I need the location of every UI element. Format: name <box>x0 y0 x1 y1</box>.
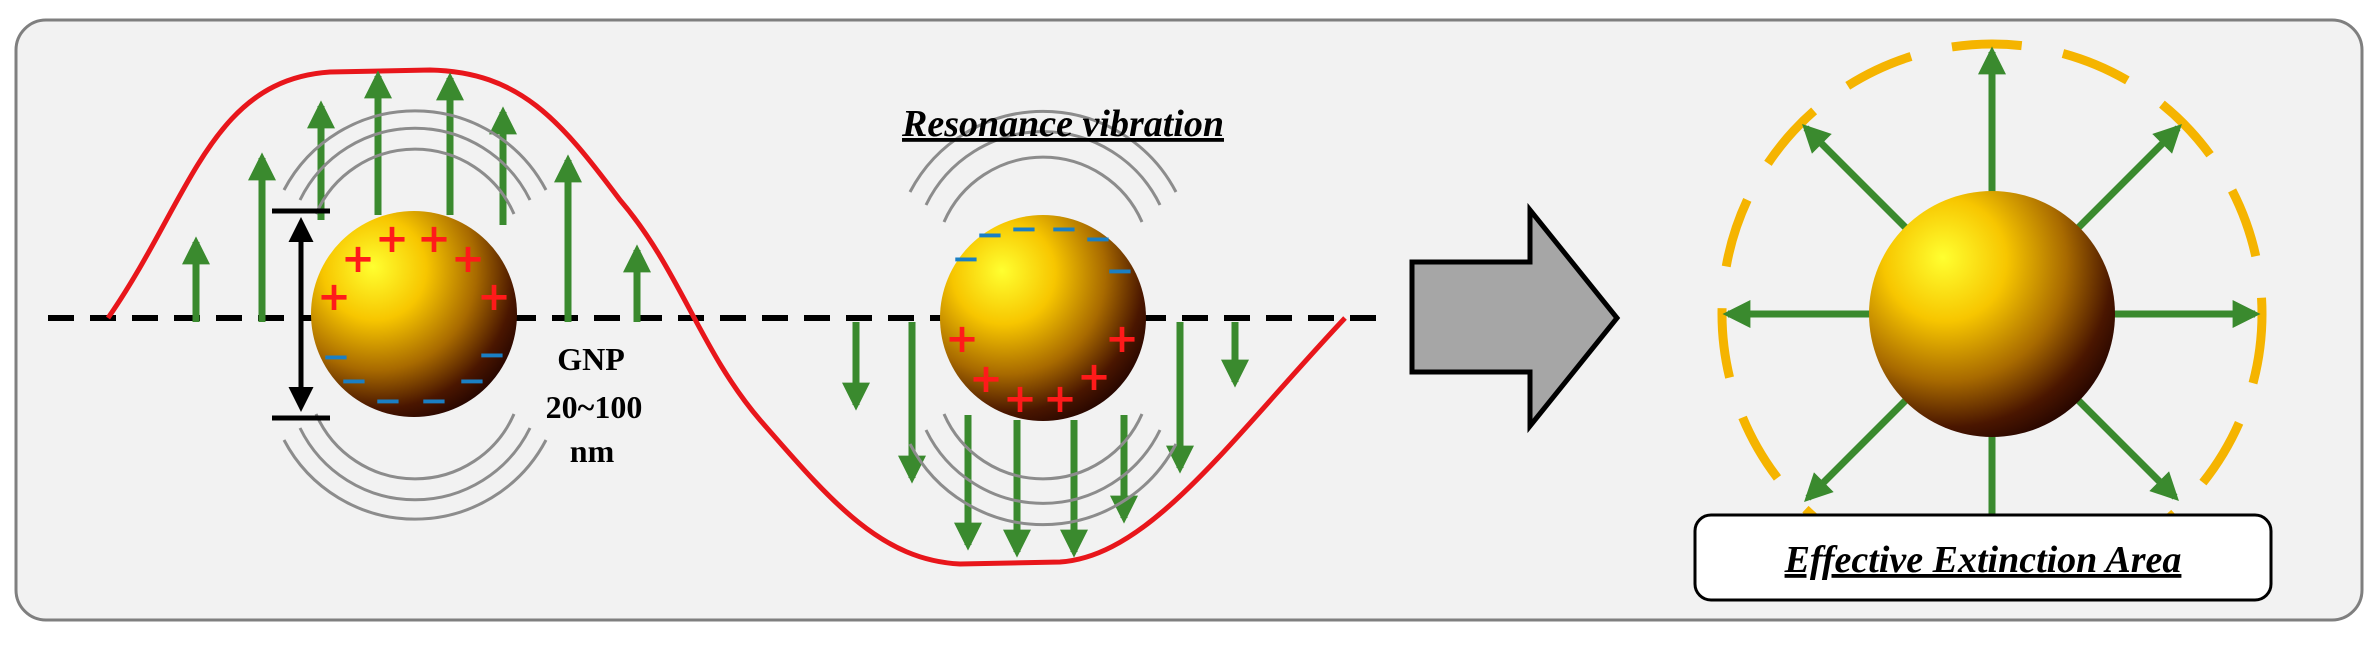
resonance-vibration-title: Resonance vibration <box>901 103 1224 145</box>
positive-charge: + <box>477 274 511 320</box>
negative-charge: − <box>976 215 1005 255</box>
gnp-label: GNP <box>557 341 625 377</box>
gnp-size-unit: nm <box>570 433 615 469</box>
negative-charge: − <box>1010 209 1039 249</box>
positive-charge: + <box>375 216 409 262</box>
negative-charge: − <box>1106 251 1135 291</box>
positive-charge: + <box>969 356 1003 402</box>
positive-charge: + <box>1105 316 1139 362</box>
negative-charge: − <box>478 335 507 375</box>
positive-charge: + <box>1003 376 1037 422</box>
negative-charge: − <box>374 381 403 421</box>
gold-nanoparticle-large <box>1869 191 2115 437</box>
gnp-size-range: 20~100 <box>546 389 643 425</box>
positive-charge: + <box>1043 376 1077 422</box>
extinction-area-label: Effective Extinction Area <box>1784 539 2182 581</box>
negative-charge: − <box>340 361 369 401</box>
positive-charge: + <box>417 216 451 262</box>
positive-charge: + <box>317 274 351 320</box>
negative-charge: − <box>1050 209 1079 249</box>
negative-charge: − <box>420 381 449 421</box>
